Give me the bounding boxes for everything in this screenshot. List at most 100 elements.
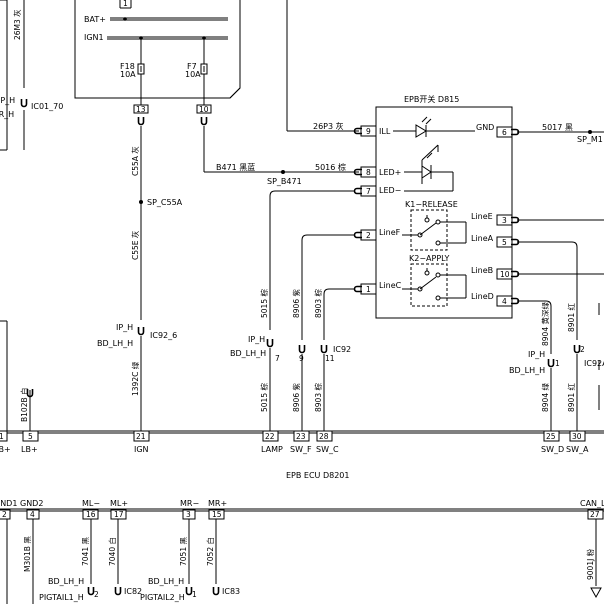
wire-label-c55a: C55A 灰 bbox=[130, 146, 140, 176]
wire-label-5015-upper: 5015 棕 bbox=[259, 289, 269, 318]
svg-text:MR−: MR− bbox=[180, 499, 199, 508]
ic92-6-label: IC92_6 bbox=[150, 331, 177, 340]
wire-label-8904-upper: 8904 黄深绿 bbox=[540, 302, 550, 346]
svg-text:27: 27 bbox=[590, 510, 600, 519]
ic92-label: IC92 bbox=[333, 345, 351, 354]
bd-lh-h-label-right: BD_LH_H bbox=[509, 366, 545, 375]
svg-text:23: 23 bbox=[296, 432, 306, 441]
svg-text:GND1: GND1 bbox=[0, 499, 17, 508]
fuse-f7-rating: 10A bbox=[185, 70, 201, 79]
svg-text:LB+: LB+ bbox=[0, 445, 11, 454]
wire-label-8903-upper: 8903 棕 bbox=[313, 289, 323, 318]
svg-text:2: 2 bbox=[2, 510, 7, 519]
ecu-pin-25: 25 SW_D bbox=[541, 430, 564, 454]
lower-pin-17: ML+ 17 7040 白 bbox=[107, 499, 128, 596]
pin-7-bd: 7 bbox=[275, 354, 280, 363]
svg-text:LAMP: LAMP bbox=[261, 445, 283, 454]
b471-wire: B471 黑蓝 SP_B471 5016 棕 bbox=[203, 126, 359, 186]
svg-text:17: 17 bbox=[114, 510, 124, 519]
switch-pin-gnd: GND bbox=[476, 123, 494, 132]
wire-label-b471: B471 黑蓝 bbox=[216, 162, 255, 172]
svg-text:7052 白: 7052 白 bbox=[205, 537, 215, 566]
wire-label-c55e: C55E 灰 bbox=[130, 230, 140, 260]
k1-release-switch: K1−RELEASE bbox=[402, 200, 466, 251]
k1-release-label: K1−RELEASE bbox=[405, 200, 458, 209]
switch-pin-linef: LineF bbox=[379, 228, 401, 237]
switch-pin-3: 3 bbox=[502, 216, 507, 225]
indicator-led-symbol bbox=[404, 144, 454, 192]
lower-pin-15: MR+ 15 7052 白 bbox=[205, 499, 227, 596]
ic92a-label: IC92A bbox=[584, 359, 604, 368]
wire-label-8906-lower: 8906 紫 bbox=[292, 383, 301, 412]
ign-wire-chain: C55A 灰 SP_C55A C55E 灰 IP_H BD_LH_H IC92_… bbox=[97, 126, 183, 431]
pigtail2-h-label: PIGTAIL2_H bbox=[140, 593, 185, 602]
wire-label-26m3: 26M3 灰 bbox=[12, 9, 22, 40]
switch-pin-linec: LineC bbox=[379, 281, 402, 290]
svg-text:30: 30 bbox=[572, 432, 582, 441]
lower-pin-16: ML− 16 7041 黑 bbox=[81, 499, 100, 596]
ip-h-label-ic92-6: IP_H bbox=[116, 323, 133, 332]
illumination-led-symbol bbox=[393, 116, 475, 138]
lower-pin-2: GND1 2 bbox=[0, 499, 17, 604]
wire-label-1392c: 1392C 绿 bbox=[131, 361, 140, 396]
switch-pin-6: 6 bbox=[502, 128, 507, 137]
wire-label-5017: 5017 黑 bbox=[542, 123, 573, 132]
lower-pin-27: CAN_L 27 9001J 粉 bbox=[580, 499, 604, 599]
lower-pin-3: MR− 3 7051 黑 bbox=[179, 499, 199, 596]
switch-pin-4: 4 bbox=[502, 297, 507, 306]
left-edge-block: 26M3 灰 IP_H FR_H IC01_70 bbox=[0, 0, 63, 402]
pin-2-ic82: 2 bbox=[94, 590, 99, 599]
svg-text:M301B 黑: M301B 黑 bbox=[23, 536, 32, 572]
switch-pin-ill: ILL bbox=[379, 127, 391, 136]
ign1-label: IGN1 bbox=[84, 33, 104, 42]
fuse-box-pin-1: 1 bbox=[123, 0, 128, 8]
wire-label-8906-upper: 8906 紫 bbox=[292, 289, 301, 318]
svg-text:B102B 白: B102B 白 bbox=[19, 388, 29, 423]
ecu-pin-23: 23 SW_F bbox=[290, 430, 312, 454]
wire-label-5016: 5016 棕 bbox=[315, 162, 346, 172]
switch-pin-7: 7 bbox=[366, 187, 371, 196]
wire-8903: 8903 棕 IC92 11 8903 棕 bbox=[313, 288, 355, 431]
switch-pin-led-plus: LED+ bbox=[379, 168, 401, 177]
switch-pin-5: 5 bbox=[502, 238, 507, 247]
fr-h-label: FR_H bbox=[0, 110, 14, 119]
ecu-pin-5: B102B 白 5 LB+ bbox=[19, 388, 39, 454]
switch-pin-lineb: LineB bbox=[471, 266, 493, 275]
svg-text:MR+: MR+ bbox=[208, 499, 227, 508]
svg-text:3: 3 bbox=[186, 510, 191, 519]
wire-label-8901-lower: 8901 红 bbox=[566, 383, 576, 412]
ecu-pin-22: 22 LAMP bbox=[261, 430, 283, 454]
switch-pin-2: 2 bbox=[366, 231, 371, 240]
svg-text:15: 15 bbox=[212, 510, 222, 519]
svg-text:LB+: LB+ bbox=[21, 445, 38, 454]
svg-text:28: 28 bbox=[319, 432, 329, 441]
svg-text:21: 21 bbox=[136, 432, 146, 441]
switch-pin-8: 8 bbox=[366, 168, 371, 177]
svg-text:GND2: GND2 bbox=[20, 499, 43, 508]
fuse-box-pin-13: 13 bbox=[136, 105, 146, 114]
bd-lh-h-label-ic83: BD_LH_H bbox=[148, 577, 184, 586]
bd-lh-h-label-ic82: BD_LH_H bbox=[48, 577, 84, 586]
switch-pin-lined: LineD bbox=[471, 292, 494, 301]
lower-pin-4: GND2 4 M301B 黑 bbox=[20, 499, 43, 604]
epb-switch-title: EPB开关 D815 bbox=[404, 94, 459, 104]
wire-label-5015-lower: 5015 棕 bbox=[259, 383, 269, 412]
svg-text:1: 1 bbox=[0, 432, 4, 441]
bd-lh-h-label-5015: BD_LH_H bbox=[230, 349, 266, 358]
switch-pin-linea: LineA bbox=[471, 234, 494, 243]
ecu-title: EPB ECU D8201 bbox=[286, 471, 349, 480]
splice-sp-c55a: SP_C55A bbox=[147, 198, 183, 207]
lower-connector-bus: GND1 2 GND2 4 M301B 黑 ML− 16 7041 黑 ML+ … bbox=[0, 499, 604, 604]
ill-wire: 26P3 灰 bbox=[286, 0, 359, 132]
bd-lh-h-label-ic92-6: BD_LH_H bbox=[97, 339, 133, 348]
pin-11-bd: 11 bbox=[325, 354, 335, 363]
fuse-box-pin-10: 10 bbox=[199, 105, 209, 114]
fuse-f7-name: F7 bbox=[187, 62, 197, 71]
switch-pin-linee: LineE bbox=[471, 212, 493, 221]
svg-text:7040 白: 7040 白 bbox=[107, 537, 117, 566]
svg-text:25: 25 bbox=[546, 432, 556, 441]
fuse-f18-name: F18 bbox=[120, 62, 135, 71]
wire-label-8904-lower: 8904 绿 bbox=[541, 383, 550, 412]
ecu-pin-30: 30 SW_A bbox=[566, 430, 589, 454]
